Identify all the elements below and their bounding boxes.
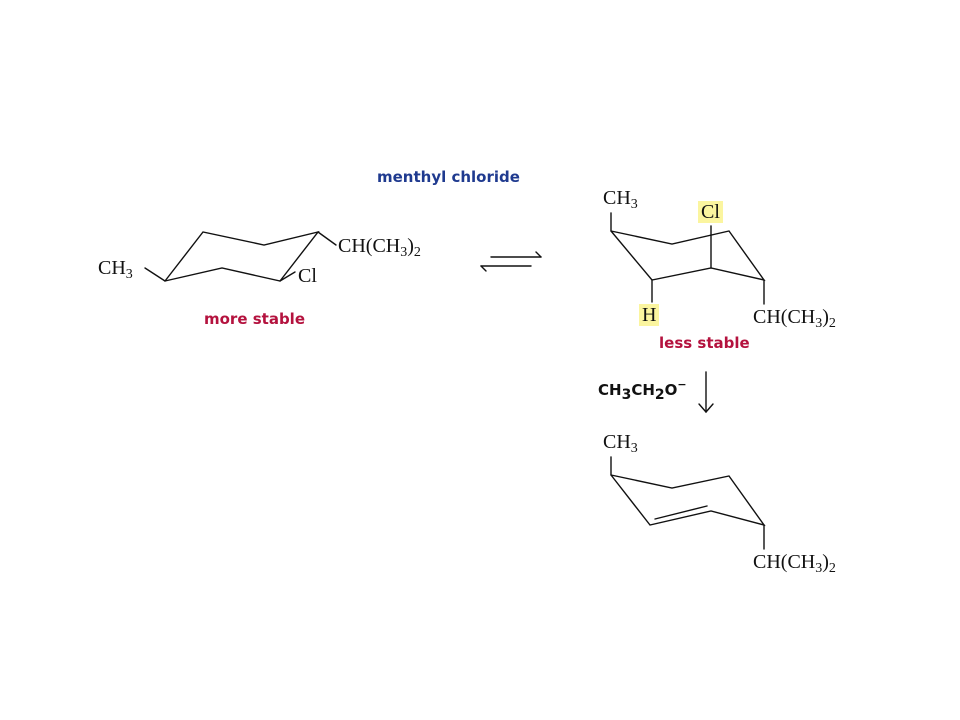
right-isopropyl-label: CH(CH3)2 (753, 306, 836, 331)
product-double-bond (654, 505, 708, 520)
product-ring (610, 456, 766, 550)
less-stable-caption: less stable (659, 334, 750, 352)
left-methyl-bond (144, 267, 166, 282)
right-chair-ring (610, 212, 766, 305)
product-methyl-label: CH3 (603, 431, 638, 456)
more-stable-caption: more stable (204, 310, 306, 328)
left-chloro-label: Cl (298, 265, 317, 287)
right-chloro-label: Cl (698, 201, 723, 223)
reagent-label: CH3CH2O− (598, 378, 687, 403)
left-chair-ring (144, 230, 337, 282)
title-label: menthyl chloride (377, 168, 520, 186)
reaction-arrow (698, 371, 714, 414)
left-isopropyl-bond (317, 231, 337, 246)
left-isopropyl-label: CH(CH3)2 (338, 235, 421, 260)
right-hydrogen-label: H (639, 304, 660, 326)
right-methyl-label: CH3 (603, 187, 638, 212)
left-methyl-label: CH3 (98, 257, 133, 282)
left-chloro-bond (279, 271, 296, 282)
product-isopropyl-label: CH(CH3)2 (753, 551, 836, 576)
equilibrium-arrows (480, 251, 542, 272)
